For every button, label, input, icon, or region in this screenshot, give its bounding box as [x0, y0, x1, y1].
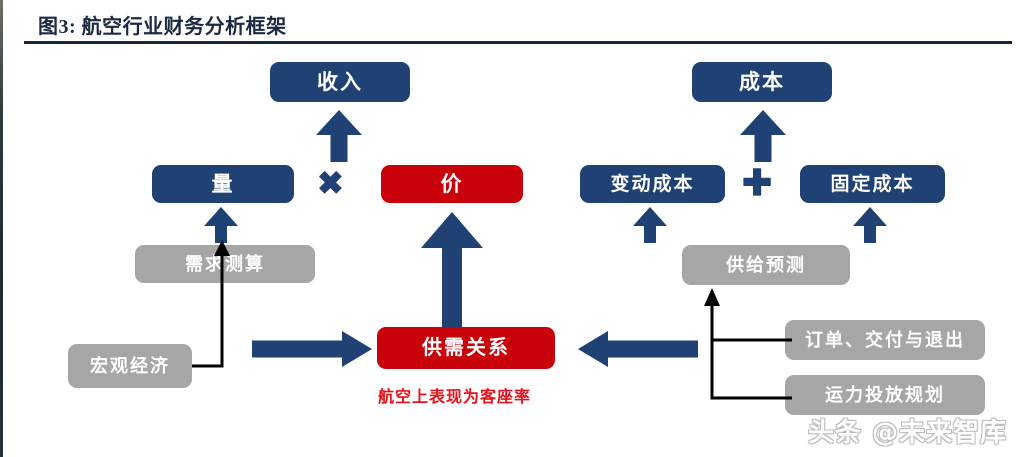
node-demand-forecast-label: 需求测算	[185, 254, 265, 274]
arrow-right-to-supply-demand	[252, 331, 372, 367]
node-supply-demand-label: 供需关系	[422, 337, 510, 359]
arrow-up-to-revenue	[316, 110, 362, 162]
arrow-up-to-fixed-cost	[853, 207, 887, 243]
node-revenue[interactable]: 收入	[270, 62, 410, 102]
page-title: 图3: 航空行业财务分析框架	[38, 16, 287, 38]
left-edge-border	[0, 0, 3, 457]
supply-demand-caption: 航空上表现为客座率	[378, 389, 532, 406]
arrow-up-to-price	[421, 212, 483, 328]
node-capacity-plan-label: 运力投放规划	[825, 385, 945, 405]
arrow-left-to-supply-demand	[578, 331, 698, 367]
title-divider	[24, 41, 1012, 44]
node-fixed-cost[interactable]: 固定成本	[800, 165, 945, 203]
node-cost[interactable]: 成本	[692, 62, 832, 102]
node-price-label: 价	[440, 171, 464, 196]
connector-supply-inputs	[700, 288, 810, 413]
arrow-up-to-cost	[740, 110, 786, 162]
node-orders-label: 订单、交付与退出	[805, 330, 965, 350]
operator-plus: ✚	[742, 163, 773, 203]
operator-multiply: ✖	[317, 165, 344, 201]
node-variable-cost[interactable]: 变动成本	[580, 165, 725, 203]
connector-macro-to-demand	[190, 240, 250, 370]
node-volume-label: 量	[211, 171, 235, 196]
node-fixed-cost-label: 固定成本	[830, 173, 915, 195]
node-supply-forecast-label: 供给预测	[726, 255, 806, 275]
node-macro-economy-label: 宏观经济	[90, 356, 170, 376]
arrow-up-to-volume	[204, 207, 238, 243]
node-variable-cost-label: 变动成本	[610, 173, 695, 195]
node-price[interactable]: 价	[381, 165, 523, 203]
node-supply-demand[interactable]: 供需关系	[377, 327, 555, 369]
watermark: 头条 @未来智库	[808, 418, 1008, 448]
node-macro-economy[interactable]: 宏观经济	[68, 344, 192, 388]
node-capacity-plan[interactable]: 运力投放规划	[785, 375, 985, 415]
node-cost-label: 成本	[739, 69, 785, 94]
node-orders[interactable]: 订单、交付与退出	[785, 320, 985, 360]
arrow-up-to-variable-cost	[633, 207, 667, 243]
node-revenue-label: 收入	[317, 69, 363, 94]
node-volume[interactable]: 量	[152, 165, 294, 203]
node-supply-forecast[interactable]: 供给预测	[682, 245, 850, 285]
